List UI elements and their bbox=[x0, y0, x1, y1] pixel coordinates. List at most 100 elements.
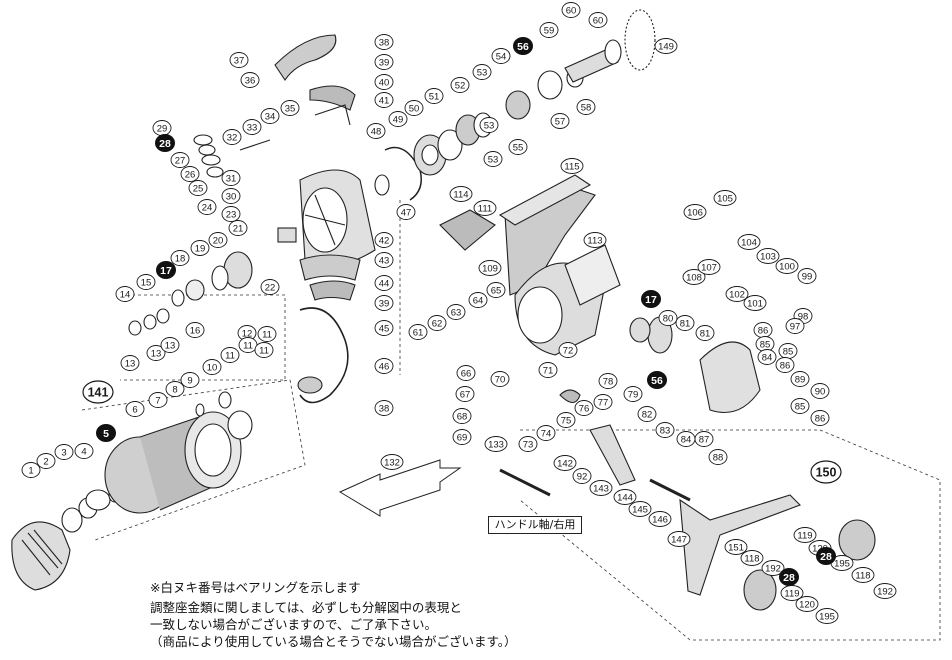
svg-text:51: 51 bbox=[429, 92, 440, 103]
svg-text:192: 192 bbox=[765, 564, 781, 575]
bearing-label-17: 17 bbox=[156, 261, 176, 279]
part-label-16: 16 bbox=[185, 322, 205, 338]
svg-text:11: 11 bbox=[243, 341, 253, 352]
part-label-147: 147 bbox=[667, 531, 691, 547]
svg-text:86: 86 bbox=[815, 414, 826, 425]
svg-text:67: 67 bbox=[460, 390, 471, 401]
svg-text:133: 133 bbox=[488, 440, 504, 451]
part-label-44: 44 bbox=[374, 275, 394, 291]
part-label-90: 90 bbox=[810, 383, 830, 399]
svg-text:32: 32 bbox=[227, 133, 238, 144]
part-label-77: 77 bbox=[593, 394, 613, 410]
svg-text:35: 35 bbox=[285, 104, 296, 115]
svg-text:33: 33 bbox=[247, 123, 258, 134]
svg-text:36: 36 bbox=[245, 76, 256, 87]
part-label-4: 4 bbox=[74, 443, 94, 459]
part-label-39: 39 bbox=[374, 54, 394, 70]
svg-text:11: 11 bbox=[225, 351, 235, 362]
svg-text:195: 195 bbox=[819, 612, 835, 623]
part-label-75: 75 bbox=[556, 412, 576, 428]
svg-text:70: 70 bbox=[495, 375, 506, 386]
part-label-89: 89 bbox=[790, 371, 810, 387]
svg-text:69: 69 bbox=[457, 433, 468, 444]
svg-text:26: 26 bbox=[185, 170, 196, 181]
svg-text:64: 64 bbox=[473, 296, 484, 307]
part-label-55: 55 bbox=[508, 139, 528, 155]
svg-text:72: 72 bbox=[563, 346, 574, 357]
part-label-18: 18 bbox=[170, 250, 190, 266]
svg-text:118: 118 bbox=[744, 554, 759, 565]
svg-text:75: 75 bbox=[561, 416, 572, 427]
part-label-97: 97 bbox=[785, 318, 805, 334]
svg-text:16: 16 bbox=[190, 326, 201, 337]
part-label-11: 11 bbox=[254, 342, 274, 358]
svg-text:106: 106 bbox=[687, 208, 703, 219]
svg-text:73: 73 bbox=[523, 440, 534, 451]
svg-text:85: 85 bbox=[760, 340, 771, 351]
part-label-87: 87 bbox=[694, 431, 714, 447]
part-label-63: 63 bbox=[446, 304, 466, 320]
part-label-37: 37 bbox=[229, 52, 249, 68]
body-parts bbox=[439, 174, 876, 611]
svg-text:56: 56 bbox=[651, 375, 663, 387]
roller-parts bbox=[374, 9, 656, 201]
part-label-107: 107 bbox=[697, 259, 721, 275]
svg-text:11: 11 bbox=[259, 346, 269, 357]
part-label-74: 74 bbox=[536, 425, 556, 441]
svg-text:11: 11 bbox=[262, 330, 272, 341]
bearing-label-28: 28 bbox=[816, 547, 836, 565]
part-label-108: 108 bbox=[682, 269, 706, 285]
svg-text:39: 39 bbox=[379, 299, 390, 310]
part-label-67: 67 bbox=[455, 386, 475, 402]
svg-text:108: 108 bbox=[686, 273, 702, 284]
part-label-146: 146 bbox=[648, 511, 672, 527]
svg-text:82: 82 bbox=[642, 410, 653, 421]
part-label-60: 60 bbox=[588, 12, 608, 28]
part-label-36: 36 bbox=[240, 72, 260, 88]
svg-text:80: 80 bbox=[663, 314, 674, 325]
svg-text:59: 59 bbox=[544, 26, 555, 37]
part-label-53: 53 bbox=[483, 151, 503, 167]
svg-text:27: 27 bbox=[175, 156, 186, 167]
part-label-40: 40 bbox=[374, 74, 394, 90]
svg-text:65: 65 bbox=[491, 286, 502, 297]
part-label-72: 72 bbox=[558, 342, 578, 358]
part-label-7: 7 bbox=[148, 392, 168, 408]
part-label-113: 113 bbox=[583, 232, 607, 248]
part-label-81: 81 bbox=[675, 315, 695, 331]
part-label-13: 13 bbox=[120, 355, 140, 371]
part-label-38: 38 bbox=[374, 34, 394, 50]
part-label-8: 8 bbox=[165, 381, 185, 397]
svg-text:86: 86 bbox=[758, 326, 769, 337]
part-label-100: 100 bbox=[775, 258, 799, 274]
svg-text:21: 21 bbox=[233, 224, 244, 235]
svg-text:2: 2 bbox=[43, 457, 48, 468]
part-label-86: 86 bbox=[775, 357, 795, 373]
svg-text:145: 145 bbox=[632, 505, 648, 516]
svg-text:40: 40 bbox=[379, 78, 390, 89]
part-label-9: 9 bbox=[180, 372, 200, 388]
part-label-71: 71 bbox=[538, 362, 558, 378]
svg-text:34: 34 bbox=[265, 112, 276, 123]
svg-text:146: 146 bbox=[652, 515, 668, 526]
part-label-60: 60 bbox=[561, 2, 581, 18]
svg-text:6: 6 bbox=[132, 405, 137, 416]
svg-text:58: 58 bbox=[581, 103, 592, 114]
svg-text:76: 76 bbox=[579, 404, 590, 415]
part-label-11: 11 bbox=[238, 337, 258, 353]
svg-text:31: 31 bbox=[226, 174, 237, 185]
note-line-2: 調整座金類に関しましては、必ずしも分解図中の表現と bbox=[150, 600, 462, 615]
part-label-48: 48 bbox=[366, 123, 386, 139]
part-label-52: 52 bbox=[450, 77, 470, 93]
svg-text:37: 37 bbox=[234, 56, 245, 67]
part-label-42: 42 bbox=[374, 232, 394, 248]
part-label-83: 83 bbox=[655, 422, 675, 438]
part-label-21: 21 bbox=[228, 220, 248, 236]
part-label-99: 99 bbox=[797, 268, 817, 284]
svg-text:42: 42 bbox=[379, 236, 390, 247]
svg-text:17: 17 bbox=[160, 265, 172, 277]
part-label-10: 10 bbox=[202, 359, 222, 375]
part-label-80: 80 bbox=[658, 310, 678, 326]
part-label-106: 106 bbox=[683, 204, 707, 220]
svg-text:100: 100 bbox=[779, 262, 795, 273]
